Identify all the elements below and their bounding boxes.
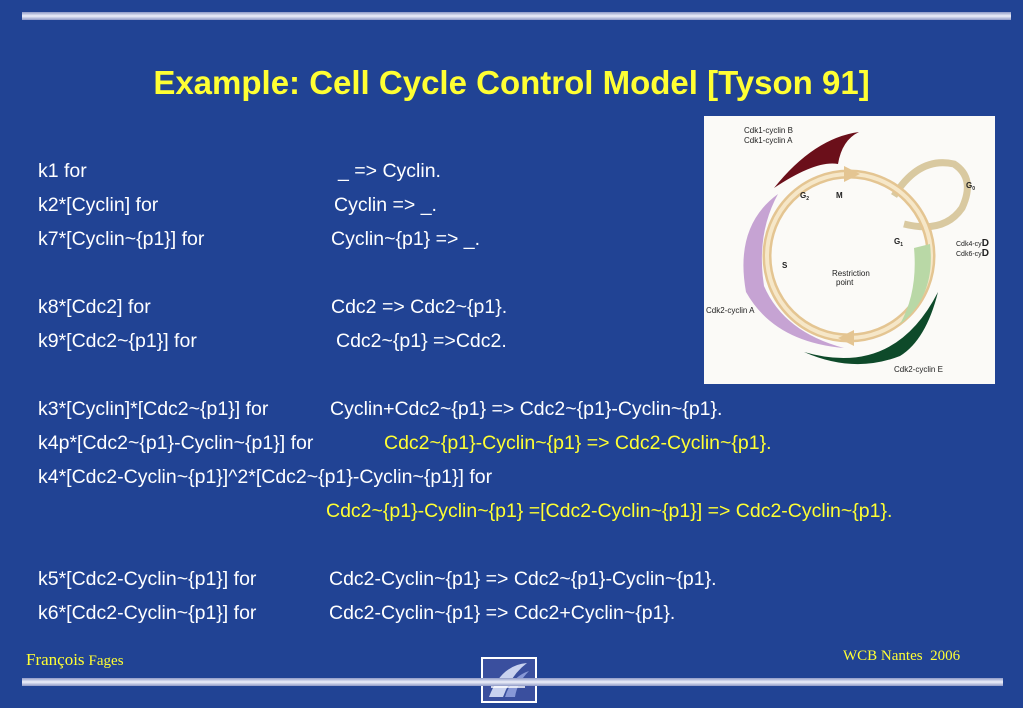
rule-6-rate: k3*[Cyclin]*[Cdc2~{p1}] for <box>38 398 269 420</box>
arrowhead-top <box>844 166 860 182</box>
label-m: M <box>836 191 843 200</box>
rule-8-reaction: Cdc2~{p1}-Cyclin~{p1} =[Cdc2-Cyclin~{p1}… <box>326 500 893 522</box>
g0-loop <box>891 159 971 231</box>
label-cdk1-cyclin-b: Cdk1-cyclin B <box>744 126 793 135</box>
cdk2-cyclin-e-crescent <box>804 292 938 365</box>
author-last-name: Fages <box>88 653 124 669</box>
cell-cycle-diagram: Cdk1-cyclin B Cdk1-cyclin A G0 G2 M G1 S… <box>706 126 989 374</box>
slide-title: Example: Cell Cycle Control Model [Tyson… <box>153 64 870 101</box>
label-g1: G1 <box>894 237 903 248</box>
rule-1-rate: k1 for <box>38 160 87 182</box>
rule-10-reaction: Cdc2-Cyclin~{p1} => Cdc2+Cyclin~{p1}. <box>329 602 676 624</box>
label-g0: G0 <box>966 181 975 192</box>
label-cdk4: Cdk4-cyD <box>956 238 989 249</box>
top-divider-bar <box>22 12 1011 20</box>
rule-3-rate: k7*[Cyclin~{p1}] for <box>38 228 205 250</box>
label-cdk1-cyclin-a: Cdk1-cyclin A <box>744 136 793 145</box>
label-cdk2-cyclin-a: Cdk2-cyclin A <box>706 306 755 315</box>
footer-author: François Fages <box>26 650 124 670</box>
rule-7-rate: k4p*[Cdc2~{p1}-Cyclin~{p1}] for <box>38 432 314 454</box>
rule-5-rate: k9*[Cdc2~{p1}] for <box>38 330 197 352</box>
rule-6-reaction: Cyclin+Cdc2~{p1} => Cdc2~{p1}-Cyclin~{p1… <box>330 398 723 420</box>
rule-1-reaction: _ => Cyclin. <box>338 160 441 182</box>
label-s: S <box>782 261 788 270</box>
rule-2-reaction: Cyclin => _. <box>334 194 437 216</box>
rule-9-rate: k5*[Cdc2-Cyclin~{p1}] for <box>38 568 257 590</box>
rule-10-rate: k6*[Cdc2-Cyclin~{p1}] for <box>38 602 257 624</box>
label-cdk6: Cdk6-cyD <box>956 248 989 259</box>
author-first-name: François <box>26 650 85 669</box>
rule-5-reaction: Cdc2~{p1} =>Cdc2. <box>336 330 507 352</box>
label-cdk2-cyclin-e: Cdk2-cyclin E <box>894 365 943 374</box>
cdk2-cyclin-a-crescent <box>743 194 844 348</box>
cdk4-6-cyclin-d-band <box>900 244 931 324</box>
rule-7-reaction: Cdc2~{p1}-Cyclin~{p1} => Cdc2-Cyclin~{p1… <box>384 432 772 454</box>
arrowhead-bottom <box>838 330 854 346</box>
label-restriction-point: point <box>836 278 854 287</box>
cell-cycle-figure: Cdk1-cyclin B Cdk1-cyclin A G0 G2 M G1 S… <box>704 116 995 384</box>
rule-4-reaction: Cdc2 => Cdc2~{p1}. <box>331 296 508 318</box>
rule-9-reaction: Cdc2-Cyclin~{p1} => Cdc2~{p1}-Cyclin~{p1… <box>329 568 717 590</box>
rule-8-rate: k4*[Cdc2-Cyclin~{p1}]^2*[Cdc2~{p1}-Cycli… <box>38 466 493 488</box>
rule-3-reaction: Cyclin~{p1} => _. <box>331 228 481 250</box>
cdk1-cyclin-crescent <box>774 132 859 188</box>
label-restriction: Restriction <box>832 269 870 278</box>
footer-event: WCB Nantes 2006 <box>843 648 961 664</box>
bottom-divider-bar <box>22 678 1003 686</box>
rule-4-rate: k8*[Cdc2] for <box>38 296 151 318</box>
label-g2: G2 <box>800 191 809 202</box>
rule-2-rate: k2*[Cyclin] for <box>38 194 159 216</box>
